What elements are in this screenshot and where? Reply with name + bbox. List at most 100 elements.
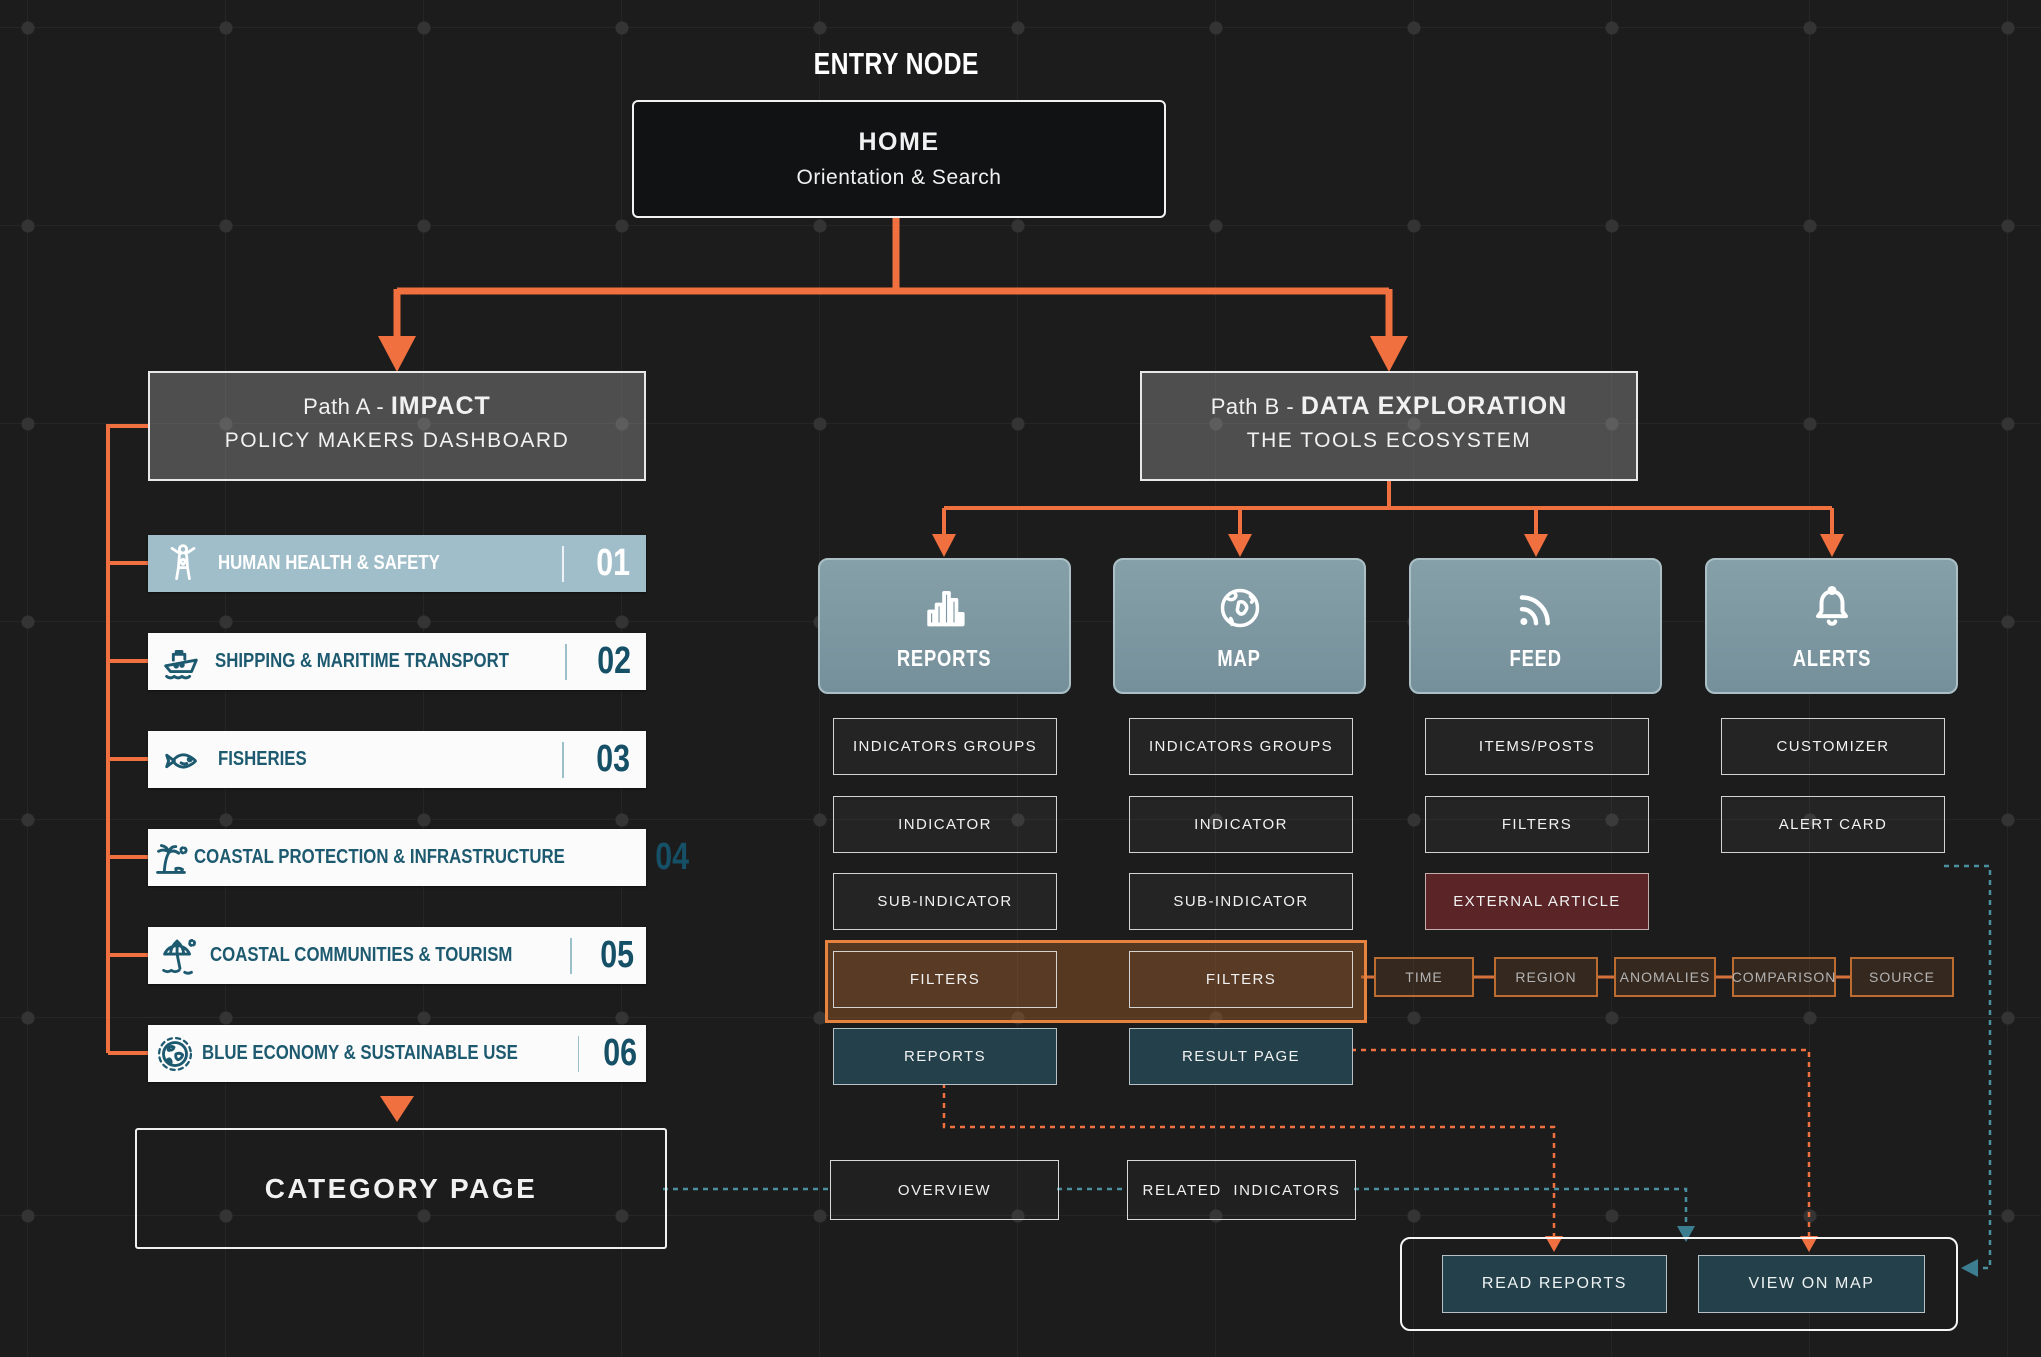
item-divider [564,643,567,680]
node-category-blue-economy[interactable]: BLUE ECONOMY & SUSTAINABLE USE 06 [148,1025,646,1082]
chip-time[interactable]: TIME [1374,957,1474,997]
chip-label: SOURCE [1869,969,1935,985]
bar-chart-icon [917,580,973,636]
node-external-article[interactable]: EXTERNAL ARTICLE [1425,873,1649,930]
item-divider [562,741,564,778]
item-divider [569,937,572,974]
node-label: SUB-INDICATOR [1173,893,1309,910]
item-label: BLUE ECONOMY & SUSTAINABLE USE [201,1042,518,1064]
node-reports-indicators-groups[interactable]: INDICATORS GROUPS [833,718,1057,775]
node-feed-filters[interactable]: FILTERS [1425,796,1649,853]
node-label: RELATED INDICATORS [1142,1181,1341,1199]
item-label: COASTAL PROTECTION & INFRASTRUCTURE [194,846,565,868]
node-label: CUSTOMIZER [1776,738,1890,755]
node-category-page[interactable]: CATEGORY PAGE [135,1128,667,1249]
home-title: HOME [858,128,940,156]
item-number: 01 [596,542,630,584]
node-map-sub-indicator[interactable]: SUB-INDICATOR [1129,873,1353,930]
chip-comparison[interactable]: COMPARISON [1732,957,1836,997]
node-tool-map[interactable]: MAP [1113,558,1366,694]
node-label: EXTERNAL ARTICLE [1453,893,1621,910]
node-label: INDICATORS GROUPS [1148,738,1334,755]
path-a-name: IMPACT [390,391,491,420]
node-label: ALERT CARD [1778,816,1888,833]
rss-icon [1508,580,1564,636]
node-reports-indicator[interactable]: INDICATOR [833,796,1057,853]
item-label: SHIPPING & MARITIME TRANSPORT [214,650,509,672]
node-view-on-map[interactable]: VIEW ON MAP [1698,1255,1925,1313]
chip-label: ANOMALIES [1619,969,1711,985]
node-label: REPORTS [903,1048,987,1065]
node-overview[interactable]: OVERVIEW [830,1160,1059,1220]
path-a-title: Path A - IMPACT [303,392,491,421]
node-reports-page[interactable]: REPORTS [833,1028,1057,1085]
chip-region[interactable]: REGION [1494,957,1598,997]
node-label: SUB-INDICATOR [877,893,1013,910]
node-path-b-header[interactable]: Path B - DATA EXPLORATION THE TOOLS ECOS… [1140,371,1638,481]
path-b-subtitle: THE TOOLS ECOSYSTEM [1246,428,1532,452]
node-reports-filters[interactable]: FILTERS [833,951,1057,1008]
node-related-indicators[interactable]: RELATED INDICATORS [1127,1160,1356,1220]
chip-source[interactable]: SOURCE [1850,957,1954,997]
actions-container [1400,1237,1958,1331]
node-alert-card[interactable]: ALERT CARD [1721,796,1945,853]
person-icon [148,542,218,586]
tool-label: FEED [1509,645,1562,671]
chip-label: COMPARISON [1731,969,1837,985]
chip-anomalies[interactable]: ANOMALIES [1614,957,1716,997]
node-tool-feed[interactable]: FEED [1409,558,1662,694]
palm-tree-icon [148,835,194,881]
node-home[interactable]: HOME Orientation & Search [632,100,1166,218]
item-divider [562,545,564,582]
node-label: OVERVIEW [897,1181,992,1199]
path-b-prefix: Path B - [1210,393,1295,419]
path-a-subtitle: POLICY MAKERS DASHBOARD [224,428,570,452]
node-category-shipping[interactable]: SHIPPING & MARITIME TRANSPORT 02 [148,633,646,690]
node-tool-reports[interactable]: REPORTS [818,558,1071,694]
node-feed-items-posts[interactable]: ITEMS/POSTS [1425,718,1649,775]
node-label: INDICATOR [1194,816,1288,833]
node-label: INDICATOR [898,816,992,833]
node-label: FILTERS [1205,971,1277,988]
item-number: 04 [655,836,690,878]
node-category-coastal-communities[interactable]: COASTAL COMMUNITIES & TOURISM 05 [148,927,646,984]
globe-icon [1212,580,1268,636]
node-category-fisheries[interactable]: FISHERIES 03 [148,731,646,788]
chip-label: REGION [1515,969,1577,985]
path-a-prefix: Path A - [303,393,385,419]
node-map-indicators-groups[interactable]: INDICATORS GROUPS [1129,718,1353,775]
fish-icon [148,737,218,783]
node-result-page[interactable]: RESULT PAGE [1129,1028,1353,1085]
node-read-reports[interactable]: READ REPORTS [1442,1255,1667,1313]
node-category-coastal-protection[interactable]: COASTAL PROTECTION & INFRASTRUCTURE 04 [148,829,690,886]
node-label: FILTERS [909,971,981,988]
node-label: FILTERS [1501,816,1573,833]
node-path-a-header[interactable]: Path A - IMPACT POLICY MAKERS DASHBOARD [148,371,646,481]
entry-node-title-text: ENTRY NODE [813,46,979,81]
chip-label: TIME [1405,969,1443,985]
node-category-human-health[interactable]: HUMAN HEALTH & SAFETY 01 [148,535,646,592]
tool-label: ALERTS [1792,645,1871,671]
node-customizer[interactable]: CUSTOMIZER [1721,718,1945,775]
node-label: INDICATORS GROUPS [852,738,1038,755]
node-reports-sub-indicator[interactable]: SUB-INDICATOR [833,873,1057,930]
beach-umbrella-icon [148,933,210,979]
node-map-indicator[interactable]: INDICATOR [1129,796,1353,853]
item-number: 02 [597,640,632,682]
entry-node-title: ENTRY NODE [700,46,1092,82]
node-label: READ REPORTS [1481,1275,1628,1292]
tool-label: MAP [1217,645,1262,671]
ship-icon [148,639,215,685]
item-label: HUMAN HEALTH & SAFETY [218,552,440,574]
node-label: ITEMS/POSTS [1478,738,1596,755]
path-b-name: DATA EXPLORATION [1300,391,1568,420]
node-tool-alerts[interactable]: ALERTS [1705,558,1958,694]
node-map-filters[interactable]: FILTERS [1129,951,1353,1008]
item-number: 05 [599,934,634,976]
item-label: FISHERIES [218,748,307,770]
item-number: 03 [596,738,630,780]
node-label: RESULT PAGE [1182,1048,1300,1065]
filters-group-container [825,940,1367,1023]
globe-dashed-icon [148,1031,202,1077]
